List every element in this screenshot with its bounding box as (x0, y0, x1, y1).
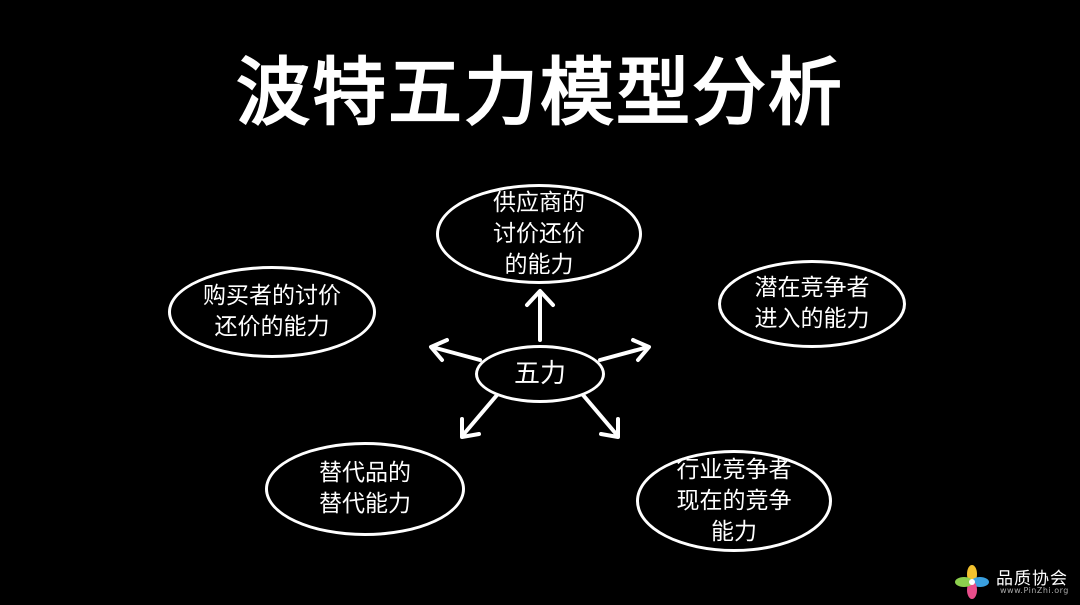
node-rivalry-label: 行业竞争者 现在的竞争 能力 (676, 456, 792, 545)
node-substitute: 替代品的 替代能力 (265, 442, 465, 536)
pinwheel-logo-icon (955, 565, 989, 599)
node-buyer-label: 购买者的讨价 还价的能力 (203, 283, 341, 340)
node-substitute-label: 替代品的 替代能力 (319, 460, 411, 517)
node-buyer: 购买者的讨价 还价的能力 (168, 266, 376, 358)
node-new-entrant: 潜在竞争者 进入的能力 (718, 260, 906, 348)
node-supplier-label: 供应商的 讨价还价 的能力 (493, 189, 585, 278)
node-center-label: 五力 (513, 358, 566, 389)
node-supplier: 供应商的 讨价还价 的能力 (436, 184, 642, 284)
arrow-to-buyer (429, 338, 482, 362)
page-title: 波特五力模型分析 (236, 50, 844, 136)
arrow-to-supplier (525, 289, 555, 342)
arrow-to-rivalry (581, 393, 620, 439)
arrow-to-substitute (460, 393, 499, 439)
watermark-url: www.PinZhi.org (1000, 586, 1069, 595)
node-new-entrant-label: 潜在竞争者 进入的能力 (754, 275, 870, 332)
node-rivalry: 行业竞争者 现在的竞争 能力 (636, 450, 832, 552)
node-center: 五力 (475, 345, 605, 403)
arrow-to-new-entrant (598, 338, 651, 362)
watermark-name: 品质协会 (996, 569, 1068, 589)
